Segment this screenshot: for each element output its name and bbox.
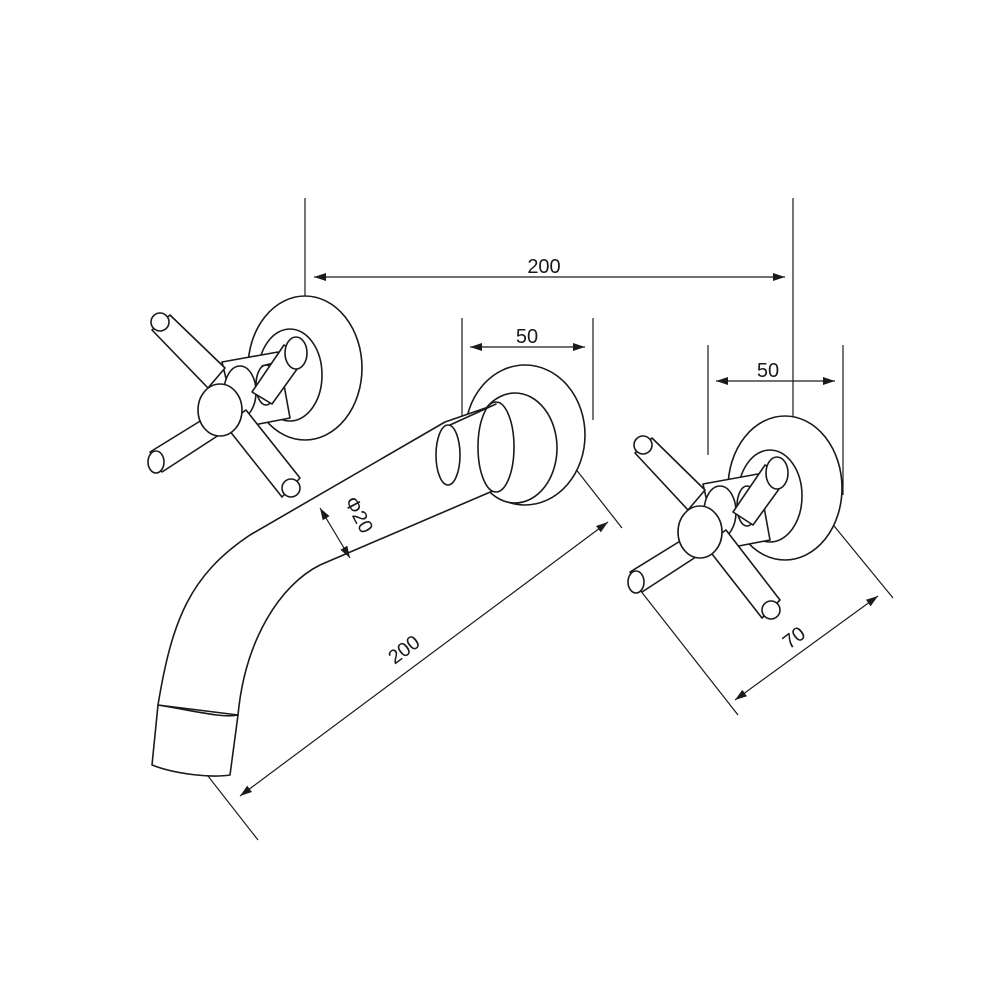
spout-nozzle xyxy=(151,704,239,777)
left-handle-valve xyxy=(147,295,363,498)
label-centers-distance: 200 xyxy=(527,256,560,278)
dim-line-spout-length xyxy=(239,521,609,797)
left-handle-hub xyxy=(197,383,243,437)
label-right-escutcheon-width: 50 xyxy=(757,360,779,382)
dimension-lines xyxy=(239,273,879,797)
label-left-escutcheon-width: 50 xyxy=(516,326,538,348)
dim-line-handle-projection xyxy=(734,595,879,701)
right-handle-valve xyxy=(627,415,843,620)
right-handle-hub xyxy=(677,505,723,559)
